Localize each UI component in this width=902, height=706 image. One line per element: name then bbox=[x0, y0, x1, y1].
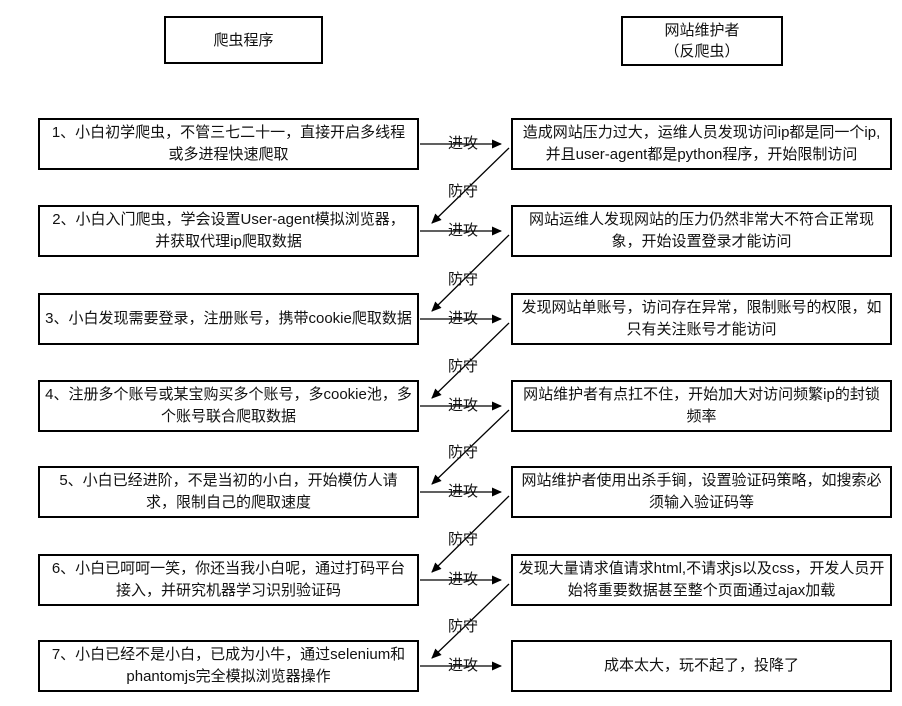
maintainer-step-5-box: 网站维护者使用出杀手锏，设置验证码策略，如搜索必须输入验证码等 bbox=[511, 466, 892, 518]
attack-label-4: 进攻 bbox=[447, 397, 478, 414]
crawler-step-2-box: 2、小白入门爬虫，学会设置User-agent模拟浏览器，并获取代理ip爬取数据 bbox=[38, 205, 419, 257]
crawler-column-header: 爬虫程序 bbox=[164, 16, 323, 64]
crawler-step-2-text: 2、小白入门爬虫，学会设置User-agent模拟浏览器，并获取代理ip爬取数据 bbox=[52, 211, 405, 250]
maintainer-step-1-box: 造成网站压力过大，运维人员发现访问ip都是同一个ip,并且user-agent都… bbox=[511, 118, 892, 170]
defend-label-2: 防守 bbox=[447, 271, 478, 288]
defend-label-4: 防守 bbox=[447, 444, 478, 461]
maintainer-step-6-box: 发现大量请求值请求html,不请求js以及css，开发人员开始将重要数据甚至整个… bbox=[511, 554, 892, 606]
maintainer-step-7-box: 成本太大，玩不起了，投降了 bbox=[511, 640, 892, 692]
maintainer-header-label-line1: 网站维护者 bbox=[664, 22, 740, 39]
crawler-step-5-text: 5、小白已经进阶，不是当初的小白，开始模仿人请求，限制自己的爬取速度 bbox=[59, 472, 398, 511]
crawler-step-4-box: 4、注册多个账号或某宝购买多个账号，多cookie池，多个账号联合爬取数据 bbox=[38, 380, 419, 432]
maintainer-step-5-text: 网站维护者使用出杀手锏，设置验证码策略，如搜索必须输入验证码等 bbox=[521, 472, 882, 511]
attack-label-3: 进攻 bbox=[447, 310, 478, 327]
crawler-step-3-text: 3、小白发现需要登录，注册账号，携带cookie爬取数据 bbox=[45, 310, 412, 327]
defend-label-6: 防守 bbox=[447, 618, 478, 635]
crawler-step-4-text: 4、注册多个账号或某宝购买多个账号，多cookie池，多个账号联合爬取数据 bbox=[45, 386, 412, 425]
crawler-step-7-text: 7、小白已经不是小白，已成为小牛，通过selenium和phantomjs完全模… bbox=[51, 646, 406, 685]
maintainer-column-header: 网站维护者 （反爬虫） bbox=[621, 16, 783, 66]
maintainer-step-7-text: 成本太大，玩不起了，投降了 bbox=[603, 657, 799, 674]
maintainer-header-label-line2: （反爬虫） bbox=[664, 43, 740, 60]
maintainer-step-2-text: 网站运维人发现网站的压力仍然非常大不符合正常现象，开始设置登录才能访问 bbox=[528, 211, 874, 250]
maintainer-step-2-box: 网站运维人发现网站的压力仍然非常大不符合正常现象，开始设置登录才能访问 bbox=[511, 205, 892, 257]
crawler-step-1-text: 1、小白初学爬虫，不管三七二十一，直接开启多线程或多进程快速爬取 bbox=[51, 124, 406, 163]
maintainer-step-6-text: 发现大量请求值请求html,不请求js以及css，开发人员开始将重要数据甚至整个… bbox=[518, 560, 885, 599]
maintainer-step-4-text: 网站维护者有点扛不住，开始加大对访问频繁ip的封锁频率 bbox=[523, 386, 880, 425]
crawler-step-5-box: 5、小白已经进阶，不是当初的小白，开始模仿人请求，限制自己的爬取速度 bbox=[38, 466, 419, 518]
defend-label-3: 防守 bbox=[447, 358, 478, 375]
crawler-step-7-box: 7、小白已经不是小白，已成为小牛，通过selenium和phantomjs完全模… bbox=[38, 640, 419, 692]
attack-label-2: 进攻 bbox=[447, 222, 478, 239]
attack-label-5: 进攻 bbox=[447, 483, 478, 500]
crawler-header-label: 爬虫程序 bbox=[213, 31, 274, 49]
defend-label-5: 防守 bbox=[447, 531, 478, 548]
crawler-step-1-box: 1、小白初学爬虫，不管三七二十一，直接开启多线程或多进程快速爬取 bbox=[38, 118, 419, 170]
attack-label-7: 进攻 bbox=[447, 657, 478, 674]
attack-label-1: 进攻 bbox=[447, 135, 478, 152]
crawler-step-6-text: 6、小白已呵呵一笑，你还当我小白呢，通过打码平台接入，并研究机器学习识别验证码 bbox=[51, 560, 406, 599]
maintainer-step-1-text: 造成网站压力过大，运维人员发现访问ip都是同一个ip,并且user-agent都… bbox=[522, 124, 881, 163]
defend-label-1: 防守 bbox=[447, 183, 478, 200]
crawler-step-3-box: 3、小白发现需要登录，注册账号，携带cookie爬取数据 bbox=[38, 293, 419, 345]
attack-label-6: 进攻 bbox=[447, 571, 478, 588]
maintainer-step-4-box: 网站维护者有点扛不住，开始加大对访问频繁ip的封锁频率 bbox=[511, 380, 892, 432]
crawler-step-6-box: 6、小白已呵呵一笑，你还当我小白呢，通过打码平台接入，并研究机器学习识别验证码 bbox=[38, 554, 419, 606]
maintainer-step-3-box: 发现网站单账号，访问存在异常，限制账号的权限，如只有关注账号才能访问 bbox=[511, 293, 892, 345]
maintainer-step-3-text: 发现网站单账号，访问存在异常，限制账号的权限，如只有关注账号才能访问 bbox=[521, 299, 882, 338]
